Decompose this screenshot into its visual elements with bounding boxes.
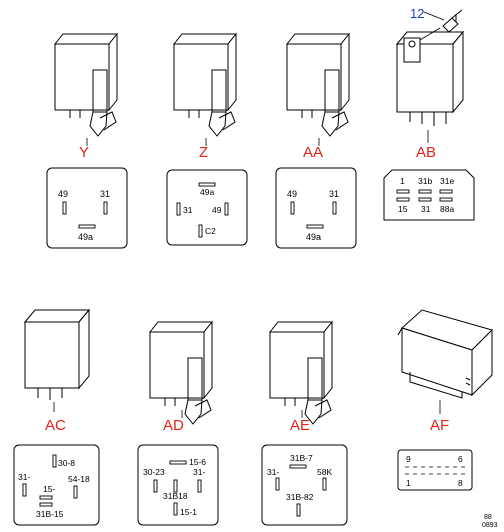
relay-z: Z 49a 31 49 C2: [166, 32, 248, 246]
relay-y-pin-49: 49: [58, 189, 68, 199]
relay-z-pin-layout: 49a 31 49 C2: [166, 169, 248, 246]
relay-ad: AD 15-6 30-23 31- 31B18 15-1: [137, 320, 219, 526]
relay-ab-pin-1: 1: [400, 176, 405, 186]
relay-y-label: Y: [79, 144, 89, 161]
relay-ab-pin-layout: 1 31b 31e 15 31 88a: [383, 169, 475, 221]
relay-ae-pin-58k: 58K: [317, 467, 332, 477]
relay-ac-pin-30-8: 30-8: [58, 458, 75, 468]
relay-z-body: [172, 32, 238, 146]
relay-af-label: AF: [430, 417, 449, 434]
relay-aa-pin-31: 31: [329, 189, 339, 199]
relay-ad-pin-31: 31-: [193, 467, 205, 477]
footer-code-line-2: 0893: [482, 522, 498, 529]
relay-ab-pin-31: 31: [421, 204, 431, 214]
relay-ac-pin-31b-15: 31B-15: [36, 509, 64, 519]
relay-af-pin-layout: 9 6 1 8: [397, 449, 473, 491]
relay-aa-pin-layout: 49 31 49a: [275, 167, 357, 249]
relay-ad-pin-30-23: 30-23: [143, 467, 165, 477]
relay-z-label: Z: [199, 144, 208, 161]
relay-ac: AC 30-8 31- 54-18 15- 31B-15: [13, 308, 100, 526]
relay-ad-pin-layout: 15-6 30-23 31- 31B18 15-1: [137, 444, 219, 526]
relay-aa-pin-49a: 49a: [306, 232, 321, 242]
relay-aa-pin-49: 49: [287, 189, 297, 199]
relay-ac-pin-31: 31-: [18, 472, 30, 482]
relay-y-body: [53, 32, 119, 146]
relay-ad-pin-31b18: 31B18: [163, 491, 188, 501]
relay-ab-label: AB: [416, 144, 436, 161]
relay-ac-pin-54-18: 54-18: [68, 474, 90, 484]
relay-af-pin-9: 9: [406, 454, 411, 464]
relay-ab-body: [395, 27, 465, 143]
relay-z-pin-31: 31: [183, 205, 193, 215]
relay-ab-pin-31b: 31b: [418, 176, 432, 186]
relay-aa-body: [285, 32, 351, 146]
relay-ac-label: AC: [45, 417, 66, 434]
relay-ac-body: [23, 308, 91, 412]
relay-af-pin-8: 8: [458, 478, 463, 488]
relay-ae-label: AE: [290, 417, 310, 434]
relay-ac-pin-15: 15-: [43, 484, 55, 494]
fixing-screw: [423, 9, 463, 33]
relay-z-pin-c2: C2: [205, 226, 216, 236]
relay-ae-pin-31b-7: 31B-7: [290, 453, 313, 463]
relay-ae-pin-layout: 31B-7 31- 58K 31B-82: [261, 444, 348, 526]
relay-ab-pin-88a: 88a: [440, 204, 454, 214]
relay-y: Y 49 31 49a: [46, 32, 128, 249]
relay-ab-pin-31e: 31e: [440, 176, 454, 186]
relay-ae: AE 31B-7 31- 58K 31B-82: [261, 320, 348, 526]
relay-af: AF 9 6 1 8 88 0893: [397, 309, 498, 529]
relay-ab: 12 AB 1 31b 31e 15 31 88a: [383, 6, 475, 221]
relay-ad-body: [148, 320, 214, 425]
relay-ae-pin-31: 31-: [267, 467, 279, 477]
relay-aa-label: AA: [303, 144, 323, 161]
footer-code: 88 0893: [482, 514, 498, 529]
footer-code-line-1: 88: [484, 514, 492, 521]
relay-ab-pin-15: 15: [398, 204, 408, 214]
relay-y-pin-layout: 49 31 49a: [46, 167, 128, 249]
relay-z-pin-49a: 49a: [200, 187, 214, 197]
relay-aa: AA 49 31 49a: [275, 32, 357, 249]
relay-af-body: [397, 309, 493, 414]
relay-y-pin-31: 31: [100, 189, 110, 199]
relay-af-pin-1: 1: [406, 478, 411, 488]
reference-number-12: 12: [410, 6, 424, 21]
relay-ae-body: [268, 320, 334, 425]
relay-z-pin-49: 49: [212, 205, 222, 215]
relay-ad-pin-15-1: 15-1: [180, 507, 197, 517]
relay-ad-label: AD: [163, 417, 184, 434]
relay-af-pin-6: 6: [458, 454, 463, 464]
relay-y-pin-49a: 49a: [78, 232, 93, 242]
relay-ac-pin-layout: 30-8 31- 54-18 15- 31B-15: [13, 444, 100, 526]
relay-ad-pin-15-6: 15-6: [189, 457, 206, 467]
relay-ae-pin-31b-82: 31B-82: [286, 492, 314, 502]
